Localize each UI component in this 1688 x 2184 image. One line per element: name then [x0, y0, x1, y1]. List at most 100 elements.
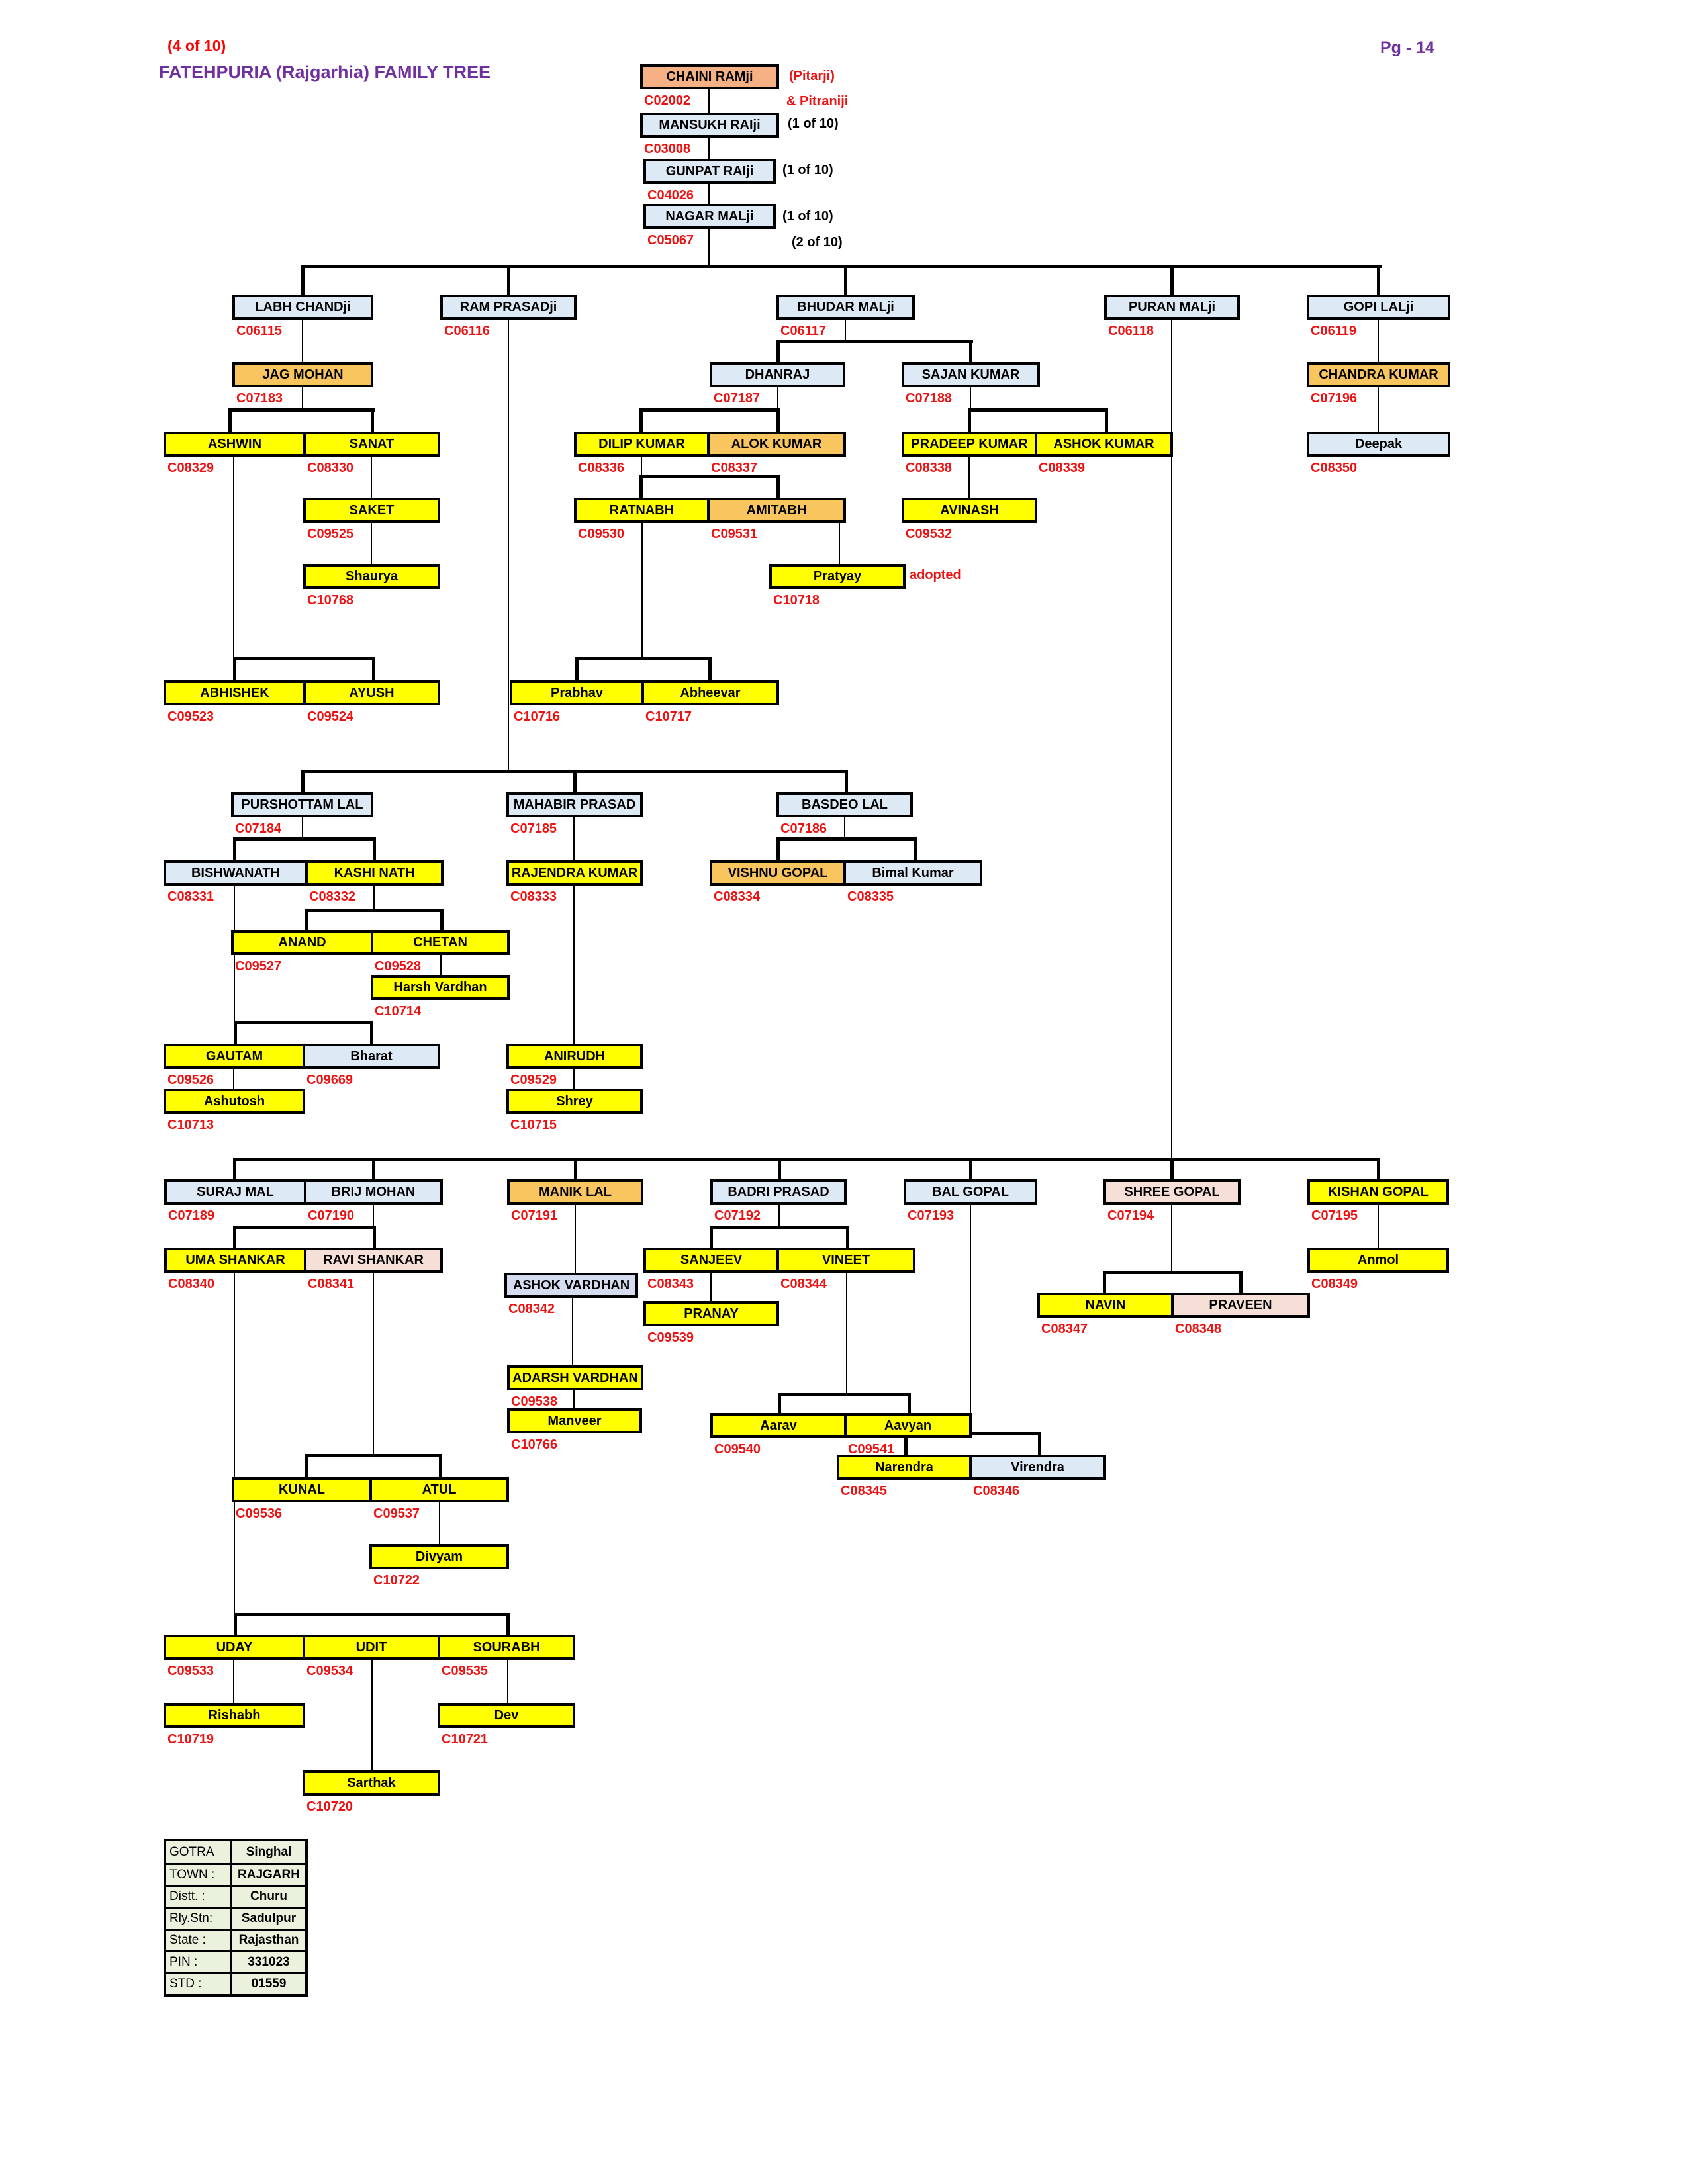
- person-name: DILIP KUMAR: [598, 436, 685, 451]
- info-label: PIN :: [166, 1952, 232, 1972]
- person-box: Ashutosh: [164, 1089, 305, 1114]
- connector-line: [305, 1454, 308, 1477]
- connector-line: [1103, 1271, 1106, 1293]
- connector-line: [371, 523, 372, 564]
- connector-line: [234, 1273, 235, 1613]
- person-box: SHREE GOPAL: [1103, 1179, 1241, 1205]
- person-code: C06117: [780, 324, 826, 338]
- person-code: C08349: [1311, 1277, 1358, 1291]
- person-code: C10768: [307, 593, 354, 608]
- person-name: Deepak: [1354, 436, 1403, 451]
- connector-line: [301, 265, 1382, 268]
- person-box: VISHNU GOPAL: [710, 860, 846, 886]
- connector-line: [776, 837, 917, 841]
- connector-line: [233, 1226, 376, 1229]
- connector-line: [1170, 1158, 1174, 1179]
- connector-line: [573, 886, 575, 1044]
- person-name: KUNAL: [279, 1482, 325, 1497]
- connector-line: [233, 1660, 234, 1703]
- person-box: ANIRUDH: [506, 1044, 643, 1069]
- person-box: MANIK LAL: [507, 1179, 643, 1205]
- page-number-label: Pg - 14: [1380, 38, 1434, 57]
- person-code: C07194: [1107, 1208, 1154, 1223]
- person-name: RATNABH: [609, 502, 675, 518]
- person-code: C04026: [647, 188, 694, 203]
- connector-line: [968, 408, 1108, 412]
- person-code: C09534: [306, 1664, 353, 1678]
- person-name: SAKET: [349, 502, 395, 518]
- person-code: C07189: [168, 1208, 215, 1223]
- person-box: MANSUKH RAIji: [640, 113, 779, 138]
- person-name: KISHAN GOPAL: [1328, 1184, 1429, 1199]
- connector-line: [575, 657, 579, 680]
- person-code: C08339: [1039, 461, 1086, 475]
- person-name: BAL GOPAL: [932, 1184, 1009, 1199]
- connector-line: [572, 1298, 573, 1365]
- person-name: JAG MOHAN: [262, 367, 344, 382]
- person-name: ASHWIN: [207, 436, 262, 451]
- person-code: C08329: [167, 461, 214, 475]
- info-label: Rly.Stn:: [166, 1909, 232, 1929]
- person-code: C09531: [711, 527, 758, 541]
- connector-line: [575, 657, 712, 660]
- person-box: Prabhav: [510, 680, 644, 705]
- person-code: C09540: [714, 1442, 761, 1457]
- person-code: C10714: [375, 1004, 422, 1019]
- person-name: PRADEEP KUMAR: [911, 436, 1028, 451]
- person-name: BHUDAR MALji: [797, 299, 894, 314]
- person-box: Manveer: [507, 1408, 642, 1433]
- person-code: C08346: [973, 1484, 1020, 1498]
- connector-line: [373, 1226, 376, 1248]
- person-name: ATUL: [422, 1482, 457, 1497]
- person-name: CHANDRA KUMAR: [1319, 367, 1438, 382]
- connector-line: [440, 955, 442, 975]
- person-box: Deepak: [1307, 432, 1450, 457]
- person-box: BRIJ MOHAN: [304, 1179, 443, 1205]
- person-code: C09539: [647, 1330, 694, 1345]
- connector-line: [305, 1454, 442, 1457]
- person-name: Virendra: [1011, 1459, 1064, 1475]
- connector-line: [234, 1021, 237, 1044]
- connector-line: [233, 1158, 1380, 1161]
- connector-line: [573, 1390, 575, 1408]
- person-code: C08332: [309, 889, 356, 904]
- person-code: C08342: [508, 1302, 555, 1316]
- person-name: GUNPAT RAIji: [665, 163, 754, 179]
- connector-line: [1378, 1205, 1379, 1248]
- person-name: CHAINI RAMji: [666, 69, 753, 84]
- connector-line: [507, 265, 510, 295]
- connector-line: [373, 1273, 374, 1454]
- connector-line: [440, 909, 444, 930]
- connector-line: [228, 408, 232, 432]
- info-value: Rajasthan: [238, 1933, 299, 1947]
- person-name: SURAJ MAL: [197, 1184, 274, 1199]
- person-name: GAUTAM: [205, 1048, 263, 1064]
- connector-line: [371, 1660, 373, 1770]
- person-code: C10718: [773, 593, 820, 608]
- person-name: RAM PRASADji: [459, 299, 557, 314]
- person-code: C09523: [167, 709, 214, 724]
- sheet-number-label: (4 of 10): [167, 37, 226, 54]
- person-name: SANAT: [349, 436, 395, 451]
- person-name: ANAND: [278, 934, 326, 950]
- person-name: UDAY: [216, 1639, 253, 1655]
- person-code: C09526: [167, 1073, 214, 1087]
- person-code: C03008: [644, 142, 691, 156]
- connector-line: [373, 837, 376, 860]
- connector-line: [1378, 320, 1379, 362]
- person-box: GAUTAM: [164, 1044, 305, 1069]
- person-code: C08343: [647, 1277, 694, 1291]
- connector-line: [371, 457, 372, 498]
- person-box: Pratyay: [769, 564, 906, 589]
- person-name: SHREE GOPAL: [1124, 1184, 1220, 1199]
- person-box: Virendra: [969, 1455, 1106, 1480]
- person-code: C09530: [578, 527, 625, 541]
- person-code: C08338: [906, 461, 953, 475]
- person-code: C07191: [511, 1208, 558, 1223]
- info-value: Sadulpur: [241, 1911, 297, 1925]
- connector-line: [234, 1613, 510, 1616]
- connector-line: [969, 340, 972, 362]
- person-code: C09529: [510, 1073, 557, 1087]
- person-code: C08331: [167, 889, 214, 904]
